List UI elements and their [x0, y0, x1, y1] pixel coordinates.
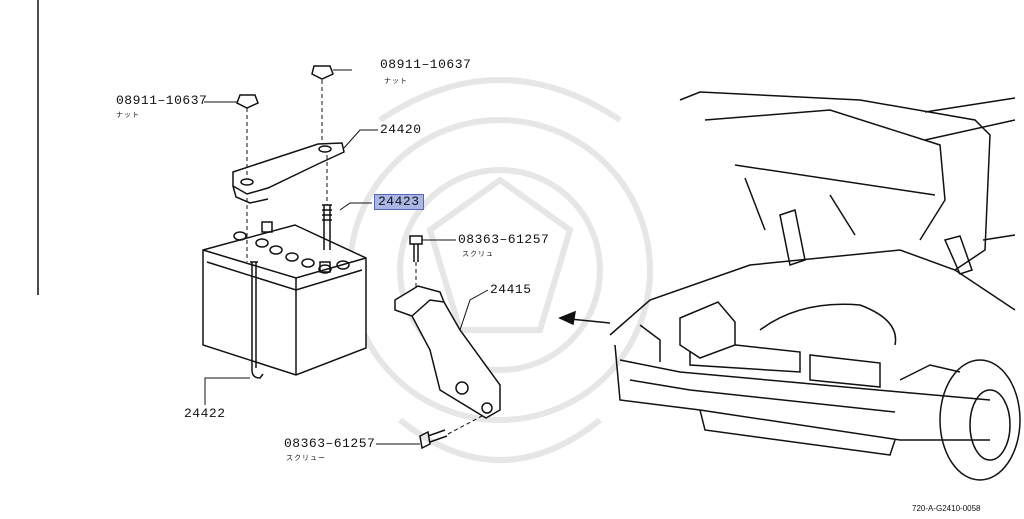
- screw-upper-drawing: [409, 235, 423, 262]
- screw-lower-drawing: [419, 429, 448, 450]
- leader-lines: [204, 69, 489, 445]
- direction-arrow: [558, 310, 611, 326]
- label-bracket-number: 24415: [490, 282, 532, 297]
- label-screw-lower-name: スクリュー: [286, 454, 326, 462]
- bracket-24415: [394, 285, 501, 419]
- label-clamp-number: 24420: [380, 122, 422, 137]
- label-nut-right-number: 08911–10637: [380, 57, 472, 72]
- label-nut-right-name: ナット: [384, 77, 408, 85]
- label-screw-upper-name: スクリュ: [462, 250, 494, 258]
- hook-bolt-24422: [250, 261, 264, 379]
- diagram-code: 720-A-G2410-0058: [912, 504, 981, 513]
- label-screw-lower-number: 08363–61257: [284, 436, 376, 451]
- label-nut-left-number: 08911–10637: [116, 93, 208, 108]
- nut-right-drawing: [311, 65, 334, 80]
- label-rod-number-highlighted[interactable]: 24423: [374, 194, 424, 210]
- battery: [202, 221, 367, 376]
- label-hook-bolt-number: 24422: [184, 406, 226, 421]
- label-nut-left-name: ナット: [116, 111, 140, 119]
- car-illustration: [609, 91, 1021, 481]
- nut-left-drawing: [236, 94, 259, 109]
- clamp-24420: [232, 142, 345, 204]
- label-screw-upper-number: 08363–61257: [458, 232, 550, 247]
- watermark-emblem: [347, 77, 653, 463]
